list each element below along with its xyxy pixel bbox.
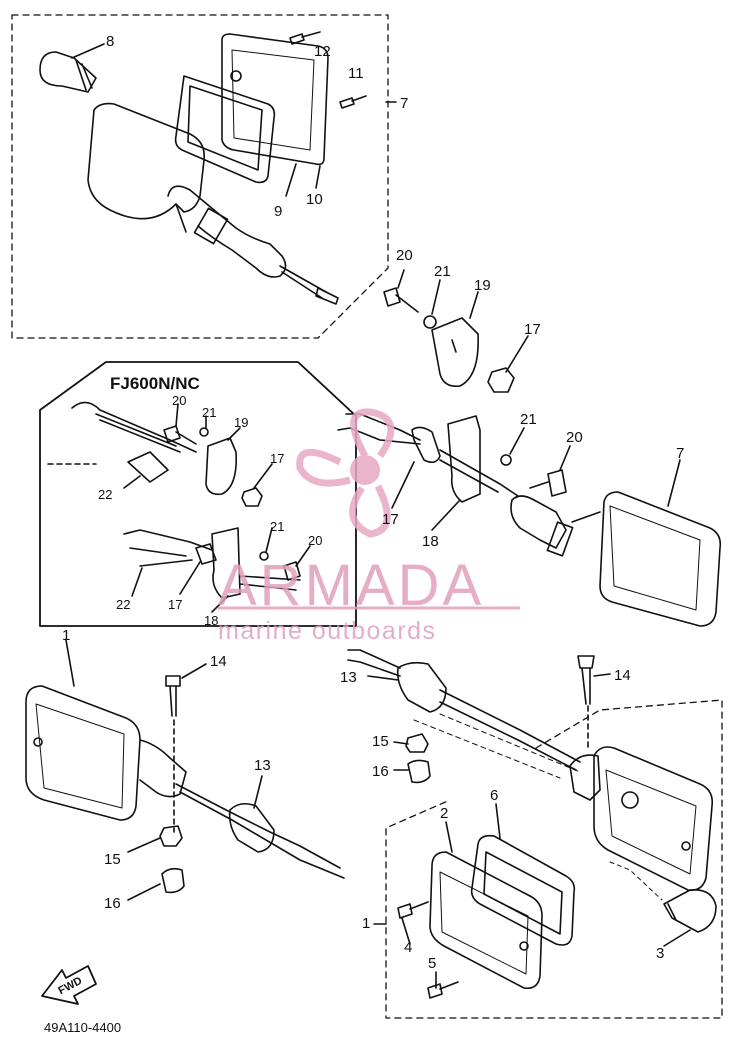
callout-16-right: 16 (372, 763, 389, 780)
washer-icon (500, 454, 512, 466)
callout-14-right: 14 (614, 667, 631, 684)
callout-21-mid: 21 (520, 411, 537, 428)
wire-harness-icon (337, 413, 519, 497)
washer-icon (423, 315, 437, 329)
nut-icon (487, 367, 515, 393)
bulb-icon (39, 51, 97, 93)
callout-14-left: 14 (210, 653, 227, 670)
callout-6: 6 (490, 787, 499, 804)
bolt-icon (163, 425, 197, 445)
callout-7-top: 7 (400, 95, 409, 112)
callout-15-left: 15 (104, 851, 121, 868)
callout-15-right: 15 (372, 733, 389, 750)
bolt-icon (165, 675, 181, 717)
wire-harness-icon (347, 649, 581, 771)
callout-1-left: 1 (62, 627, 71, 644)
nut-icon (405, 733, 429, 753)
callout-11: 11 (348, 65, 364, 82)
callout-1-right: 1 (362, 915, 371, 932)
fwd-arrow-icon (41, 965, 97, 1005)
callout-21-top: 21 (434, 263, 451, 280)
callout-12: 12 (314, 43, 331, 60)
inset-title: FJ600N/NC (110, 374, 200, 393)
screw-icon (427, 981, 459, 999)
wire-harness-icon (175, 783, 345, 879)
callout-20-inset-upper: 20 (172, 393, 187, 408)
callout-19-top: 19 (474, 277, 491, 294)
nut-icon (241, 487, 263, 507)
bulb-icon (663, 889, 717, 933)
callout-20-inset-lower: 20 (308, 533, 323, 548)
lens-cover-icon (429, 851, 543, 990)
callout-20-top: 20 (396, 247, 413, 264)
bolt-icon (577, 655, 595, 705)
callout-13-left: 13 (254, 757, 271, 774)
gasket-icon (174, 75, 276, 184)
callout-19-inset: 19 (234, 415, 249, 430)
rubber-grommet-icon (195, 543, 217, 565)
rubber-grommet-icon (411, 426, 441, 464)
bracket-icon (211, 527, 241, 599)
gasket-icon (470, 834, 576, 946)
bracket-icon (447, 415, 481, 503)
screw-icon (289, 31, 321, 45)
callout-17-mid: 17 (382, 511, 399, 528)
group-box-top-dashed (11, 14, 389, 339)
bracket-icon (205, 437, 238, 496)
callout-17-inset-upper: 17 (270, 451, 285, 466)
callout-8: 8 (106, 33, 115, 50)
turn-signal-housing-icon (87, 102, 339, 305)
collar-icon (407, 759, 431, 784)
bolt-icon (529, 469, 567, 497)
callout-9: 9 (274, 203, 283, 220)
callout-18-inset: 18 (204, 613, 219, 628)
callout-22-inset-lower: 22 (116, 597, 131, 612)
callout-10: 10 (306, 191, 323, 208)
watermark-tagline: marine outboards (218, 617, 437, 645)
watermark-logo-icon (296, 408, 395, 538)
callout-7-mid: 7 (676, 445, 685, 462)
lens-cover-icon (221, 33, 329, 166)
callout-22-inset-upper: 22 (98, 487, 113, 502)
callout-13-right: 13 (340, 669, 357, 686)
diagram-part-number: 49A110-4400 (44, 1020, 122, 1035)
turn-signal-housing-icon (510, 491, 722, 627)
collar-icon (161, 867, 185, 894)
callout-17-inset-lower: 17 (168, 597, 183, 612)
callout-21-inset-lower: 21 (270, 519, 285, 534)
inset-panel-border (39, 361, 357, 627)
rubber-grommet-icon (228, 802, 275, 853)
rubber-grommet-icon (396, 661, 447, 713)
callout-2: 2 (440, 805, 449, 822)
bolt-icon (383, 287, 419, 313)
cable-clamp-icon (127, 451, 169, 483)
callout-16-left: 16 (104, 895, 121, 912)
callout-5: 5 (428, 955, 437, 972)
bolt-icon (283, 561, 301, 581)
callout-20-mid: 20 (566, 429, 583, 446)
turn-signal-housing-icon (569, 746, 714, 892)
screw-icon (339, 95, 367, 109)
callout-17-top: 17 (524, 321, 541, 338)
callout-18-mid: 18 (422, 533, 439, 550)
turn-signal-housing-icon (25, 685, 187, 821)
callout-4: 4 (404, 939, 413, 956)
nut-icon (159, 825, 183, 847)
callout-21-inset-upper: 21 (202, 405, 217, 420)
screw-icon (397, 901, 429, 919)
callout-3: 3 (656, 945, 665, 962)
wire-harness-icon (71, 401, 197, 453)
watermark-brand: ARMADA (218, 553, 485, 618)
bracket-icon (431, 317, 479, 388)
washer-icon (259, 551, 269, 561)
washer-icon (199, 427, 209, 437)
